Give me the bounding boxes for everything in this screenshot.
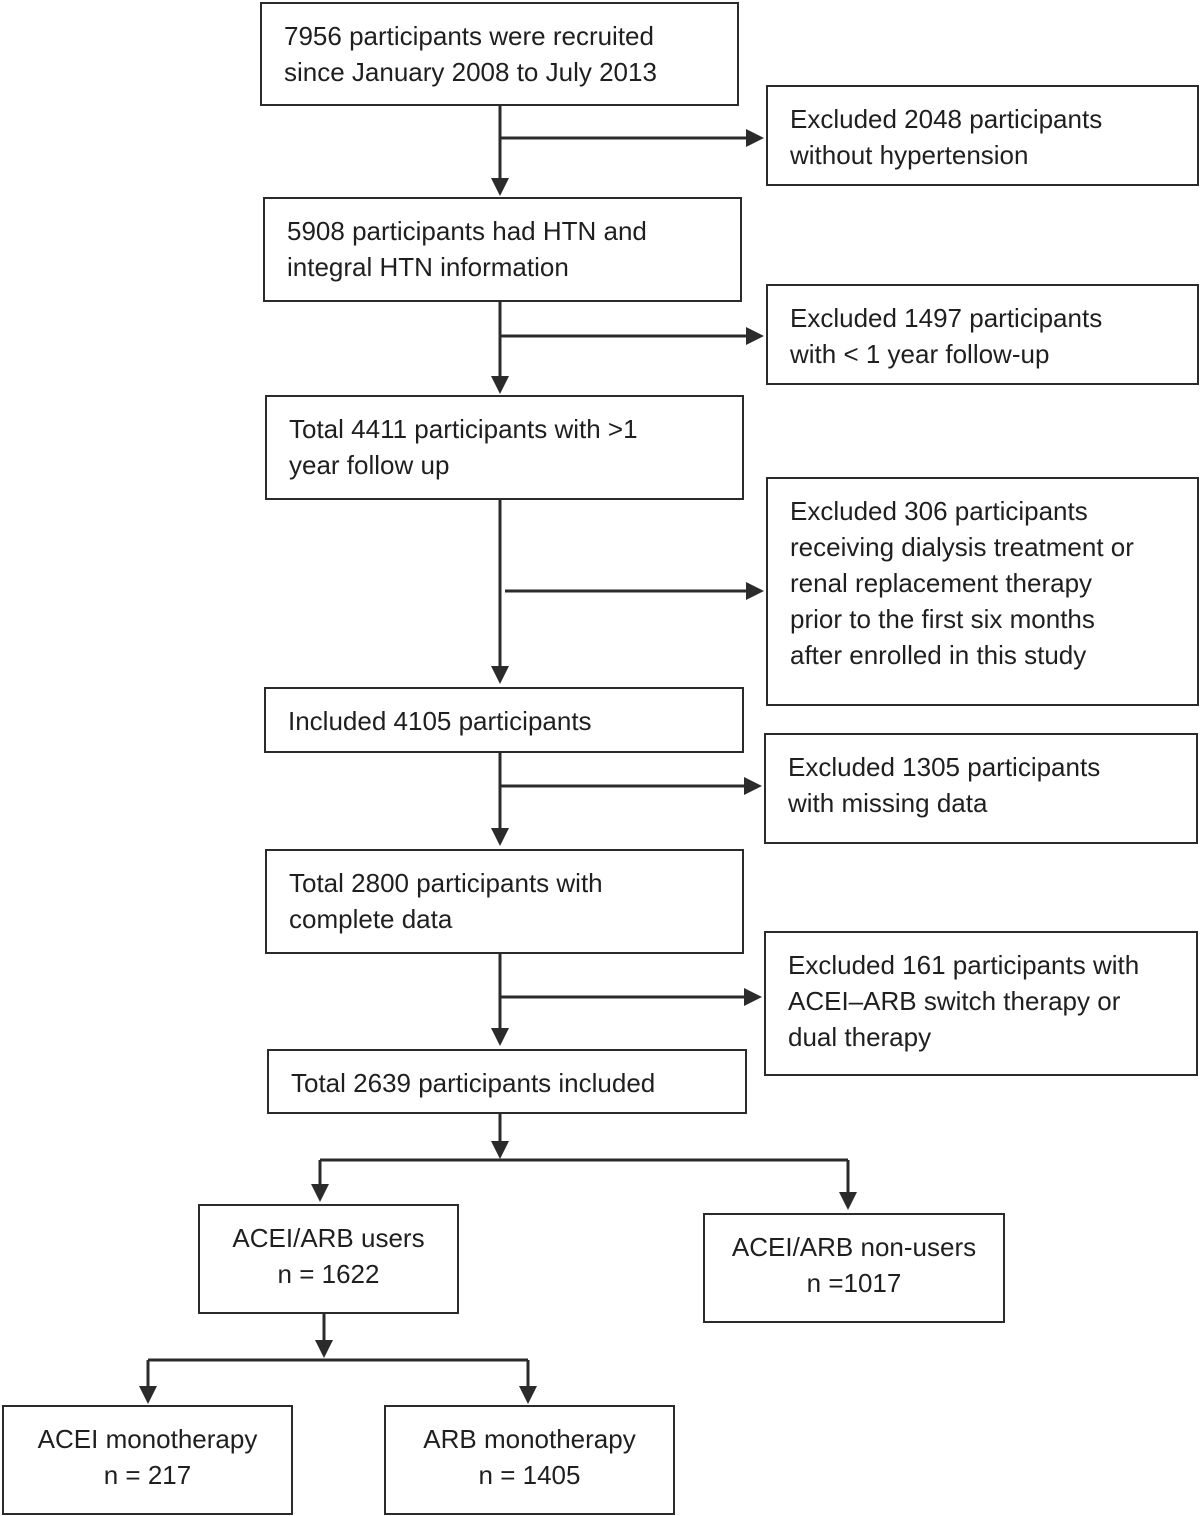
acei-arb-non-users-box: ACEI/ARB non-users n =1017 — [703, 1213, 1005, 1323]
acei-arb-users-box: ACEI/ARB users n = 1622 — [198, 1204, 459, 1314]
arrow-head — [744, 777, 762, 795]
complete-data-box: Total 2800 participants with complete da… — [265, 849, 744, 954]
arrow-head — [315, 1340, 333, 1358]
arrow-head — [839, 1192, 857, 1210]
excluded-missing-box: Excluded 1305 participants with missing … — [764, 733, 1198, 844]
arrow-head — [311, 1184, 329, 1202]
htn-box: 5908 participants had HTN and integral H… — [263, 197, 742, 302]
included-2639-box: Total 2639 participants included — [267, 1049, 747, 1114]
excluded-short-followup-box: Excluded 1497 participants with < 1 year… — [766, 284, 1199, 385]
arrow-head — [491, 666, 509, 684]
arrow-head — [519, 1386, 537, 1404]
arrow-head — [746, 129, 764, 147]
arrow-head — [746, 582, 764, 600]
excluded-switch-box: Excluded 161 participants with ACEI–ARB … — [764, 931, 1198, 1076]
arrow-head — [746, 327, 764, 345]
arrow-head — [491, 1028, 509, 1046]
arrow-head — [491, 828, 509, 846]
arrow-head — [491, 178, 509, 196]
arrow-head — [491, 1141, 509, 1159]
arrow-head — [491, 376, 509, 394]
arb-monotherapy-box: ARB monotherapy n = 1405 — [384, 1405, 675, 1515]
arrow-head — [744, 988, 762, 1006]
acei-monotherapy-box: ACEI monotherapy n = 217 — [2, 1405, 293, 1515]
recruited-box: 7956 participants were recruited since J… — [260, 2, 739, 106]
excluded-no-htn-box: Excluded 2048 participants without hyper… — [766, 85, 1199, 186]
included-4105-box: Included 4105 participants — [264, 687, 744, 753]
arrow-head — [139, 1386, 157, 1404]
followup-box: Total 4411 participants with >1 year fol… — [265, 395, 744, 500]
excluded-dialysis-box: Excluded 306 participants receiving dial… — [766, 477, 1199, 706]
